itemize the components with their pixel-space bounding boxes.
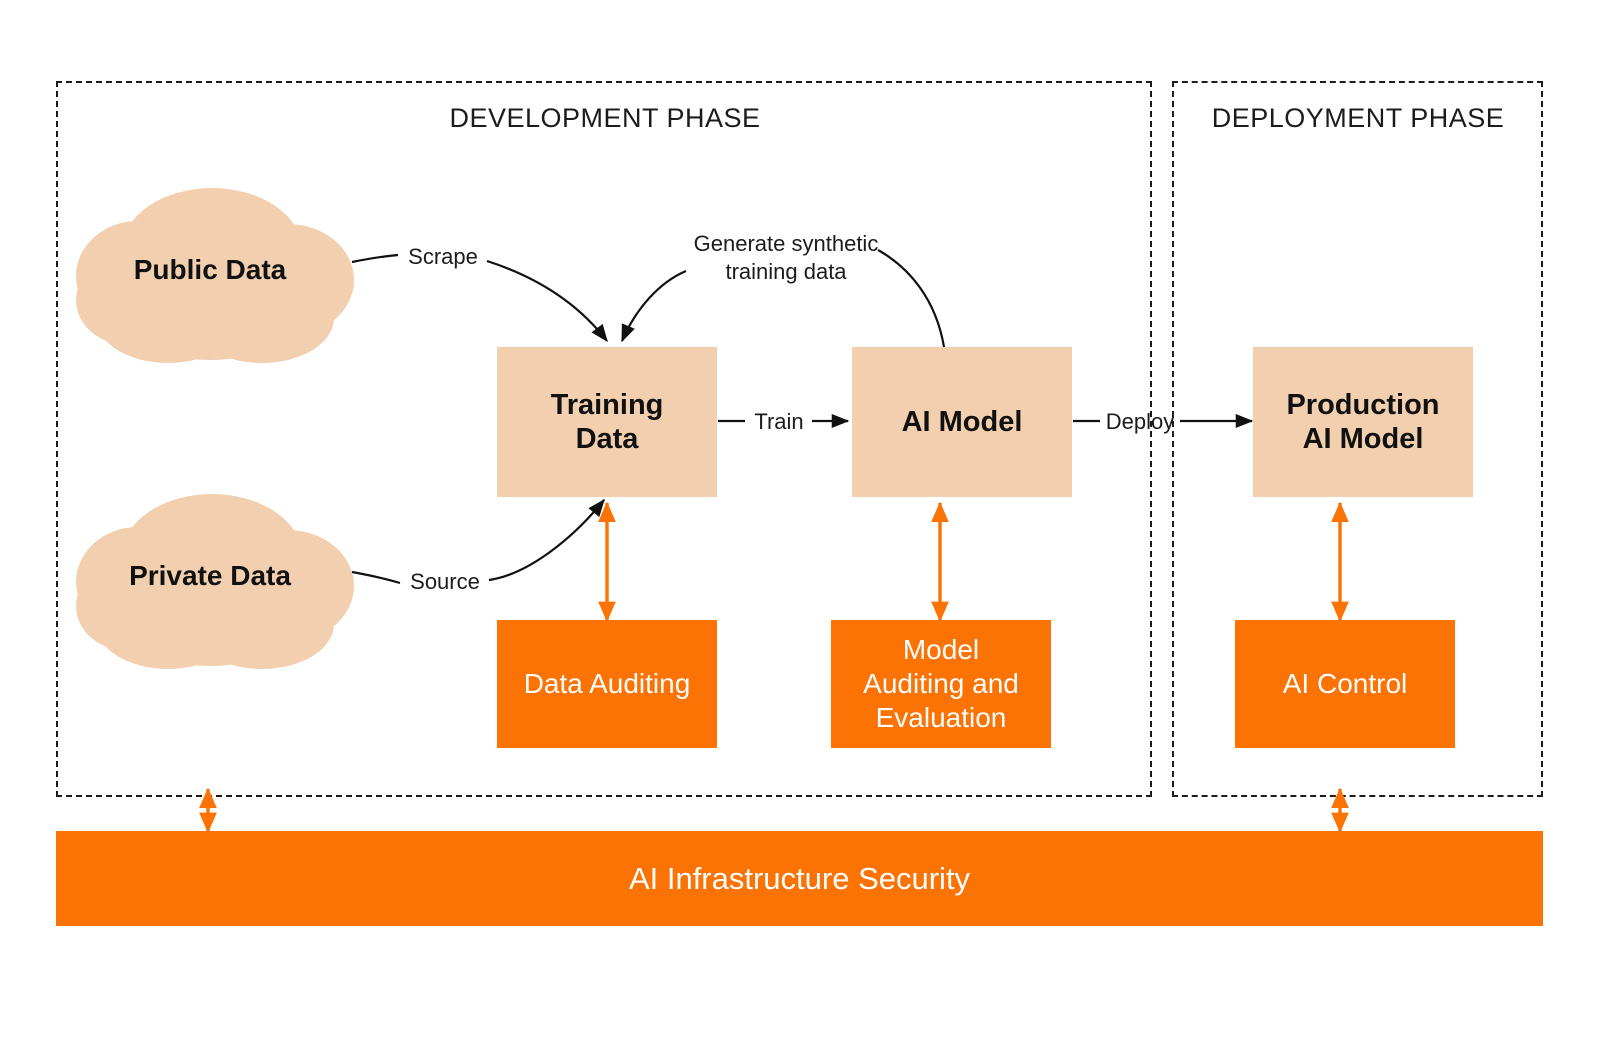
node-data-auditing-label: Data Auditing <box>523 667 691 699</box>
development-phase-title: DEVELOPMENT PHASE <box>449 103 761 133</box>
ai-infrastructure-security-bar[interactable]: AI Infrastructure Security <box>56 831 1543 926</box>
private-data-cloud-label: Private Data <box>129 560 291 591</box>
node-training-data-label: Training Data <box>550 388 664 455</box>
ai-infrastructure-security-label: AI Infrastructure Security <box>628 860 971 896</box>
private-data-cloud-shape <box>76 494 354 669</box>
edge-scrape-left <box>351 253 399 264</box>
edge-source-right <box>488 498 605 582</box>
edge-label-deploy: Deploy <box>1105 409 1175 434</box>
edge-label-scrape: Scrape <box>408 244 478 269</box>
node-model-auditing-and-evaluation[interactable]: Model Auditing and Evaluation <box>831 620 1051 748</box>
node-training-data[interactable]: Training Data <box>497 347 717 497</box>
deployment-phase-title: DEPLOYMENT PHASE <box>1211 103 1505 133</box>
node-ai-control[interactable]: AI Control <box>1235 620 1455 748</box>
deployment-phase-frame <box>1172 81 1543 797</box>
development-phase-frame <box>56 81 1152 797</box>
node-data-auditing[interactable]: Data Auditing <box>497 620 717 748</box>
node-ai-model[interactable]: AI Model <box>852 347 1072 497</box>
node-ai-model-label: AI Model <box>901 405 1023 438</box>
edge-generate-synthetic-left <box>620 269 687 343</box>
edge-generate-synthetic-right <box>877 249 946 348</box>
edge-scrape-right <box>486 259 608 343</box>
node-ai-control-label: AI Control <box>1282 667 1408 699</box>
edge-source-left <box>351 570 401 585</box>
public-data-cloud-shape <box>76 188 354 363</box>
node-production-ai-model-label: Production AI Model <box>1286 388 1440 455</box>
node-production-ai-model[interactable]: Production AI Model <box>1253 347 1473 497</box>
edge-label-source: Source <box>410 569 480 594</box>
node-model-auditing-and-evaluation-label: Model Auditing and Evaluation <box>863 633 1019 734</box>
edge-label-generate-synthetic-training-data: Generate synthetic training data <box>693 231 879 284</box>
public-data-cloud-label: Public Data <box>133 254 287 285</box>
edge-label-train: Train <box>754 409 804 434</box>
